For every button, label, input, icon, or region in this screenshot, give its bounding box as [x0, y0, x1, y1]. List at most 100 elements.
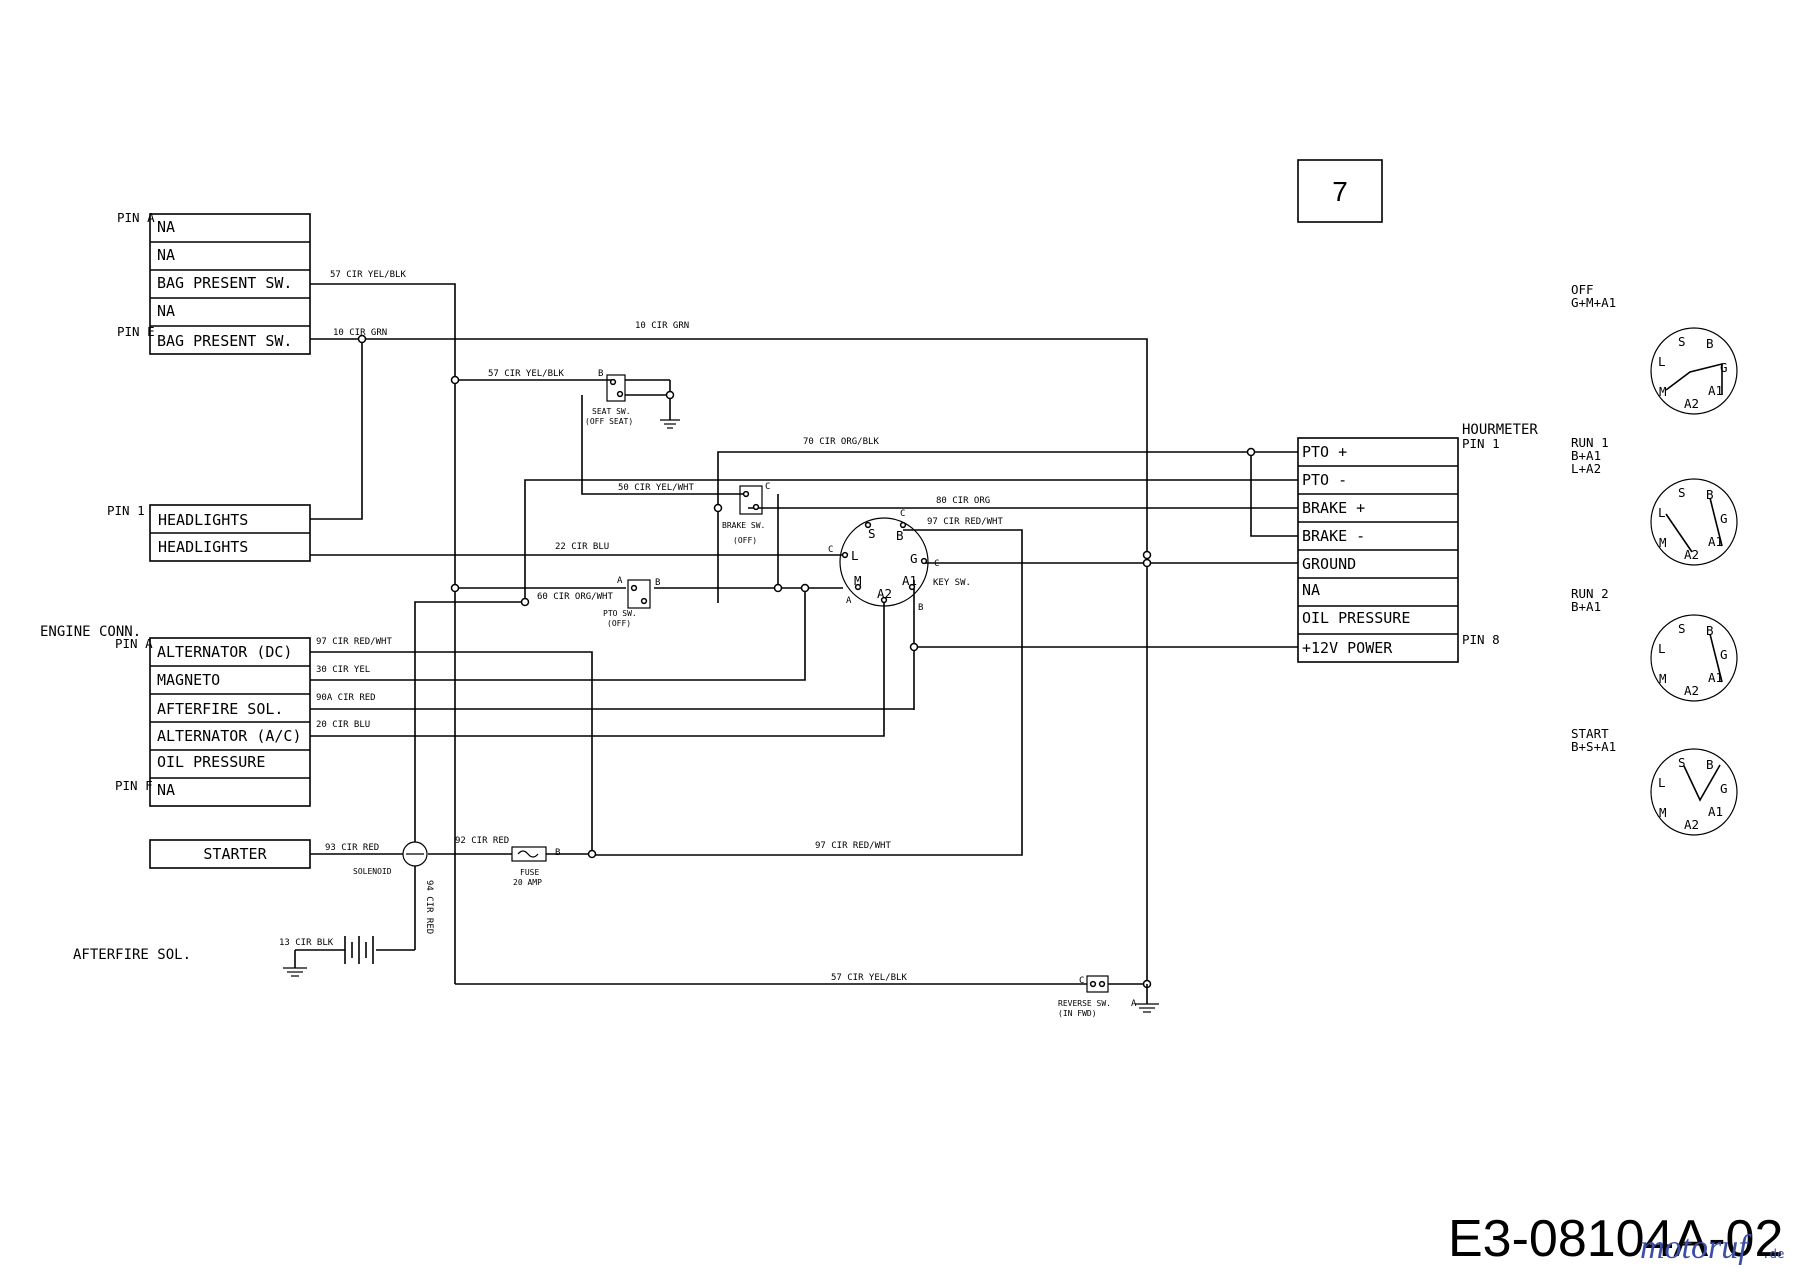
drawing-id: E3-08104A-02	[1448, 1210, 1783, 1268]
seat-sw-state: (OFF SEAT)	[585, 417, 633, 426]
seat-sw-label: SEAT SW.	[592, 407, 631, 416]
kp-s: S	[1678, 755, 1686, 770]
wire-label: 97 CIR RED/WHT	[815, 841, 891, 851]
kp-s: S	[1678, 485, 1686, 500]
wire-label: 92 CIR RED	[455, 836, 509, 846]
kp-b: B	[1706, 487, 1714, 502]
reverse-switch: C A REVERSE SW. (IN FWD)	[1058, 975, 1159, 1018]
kp-s: S	[1678, 621, 1686, 636]
kp-a2: A2	[1684, 547, 1699, 562]
bag-connector-pin-e: PIN E	[117, 324, 155, 339]
kp-g: G	[1720, 511, 1728, 526]
headlights-connector: PIN 1 HEADLIGHTS HEADLIGHTS	[107, 503, 311, 562]
hourmeter-row: PTO +	[1302, 443, 1347, 461]
kp-m: M	[1659, 535, 1667, 550]
solenoid: SOLENOID	[353, 841, 428, 876]
starter-box: STARTER	[149, 839, 311, 869]
hourmeter-row: NA	[1302, 581, 1320, 599]
key-terminal-a2: A2	[877, 586, 892, 601]
kp-m: M	[1659, 671, 1667, 686]
watermark: motoruf .de	[1640, 1229, 1785, 1266]
afterfire-label: AFTERFIRE SOL.	[73, 947, 191, 963]
hourmeter-row: OIL PRESSURE	[1302, 609, 1410, 627]
fuse-rating: 20 AMP	[513, 878, 542, 887]
kp-m: M	[1659, 805, 1667, 820]
bag-connector-row: BAG PRESENT SW.	[157, 274, 292, 292]
fuse: B FUSE 20 AMP	[511, 846, 560, 887]
key-switch: S B L G M A1 A2 C C C A B KEY SW.	[828, 509, 971, 613]
hourmeter-row: BRAKE -	[1302, 527, 1365, 545]
reverse-sw-state: (IN FWD)	[1058, 1009, 1097, 1018]
wire-label: 57 CIR YEL/BLK	[330, 270, 406, 280]
key-position-name: RUN 2	[1571, 586, 1609, 601]
headlights-row: HEADLIGHTS	[158, 511, 248, 529]
wire-label: 97 CIR RED/WHT	[316, 637, 392, 647]
key-sw-label: KEY SW.	[933, 578, 971, 588]
bag-connector-row: NA	[157, 218, 175, 236]
kp-b: B	[1706, 336, 1714, 351]
kp-a2: A2	[1684, 817, 1699, 832]
wire-label: 94 CIR RED	[424, 880, 434, 934]
bag-connector-row: BAG PRESENT SW.	[157, 332, 292, 350]
key-position-combo: B+A1	[1571, 448, 1601, 463]
wire-label: 93 CIR RED	[325, 843, 379, 853]
kp-s: S	[1678, 334, 1686, 349]
key-position-combo: G+M+A1	[1571, 295, 1616, 310]
key-outer-c3: C	[934, 559, 939, 569]
reverse-sw-label: REVERSE SW.	[1058, 999, 1111, 1008]
engine-connector-title: ENGINE CONN.	[40, 624, 141, 640]
fuse-terminal: B	[555, 848, 560, 858]
starter-label: STARTER	[203, 845, 267, 863]
key-position-name: START	[1571, 726, 1609, 741]
key-position-name: OFF	[1571, 282, 1594, 297]
hourmeter-connector: HOURMETER PIN 1 PIN 8 PTO + PTO - BRAKE …	[1297, 422, 1538, 663]
key-outer-b: B	[918, 603, 923, 613]
wire-label: 80 CIR ORG	[936, 496, 990, 506]
wire-label: 30 CIR YEL	[316, 665, 370, 675]
pto-sw-terminal-a: A	[617, 576, 623, 586]
wire-label: 97 CIR RED/WHT	[927, 517, 1003, 527]
kp-l: L	[1658, 641, 1666, 656]
wire-label: 10 CIR GRN	[333, 328, 387, 338]
kp-b: B	[1706, 757, 1714, 772]
key-terminal-m: M	[854, 573, 862, 588]
bag-connector-pin-a: PIN A	[117, 210, 155, 225]
kp-a2: A2	[1684, 396, 1699, 411]
wire-label: 60 CIR ORG/WHT	[537, 592, 613, 602]
wire-label: 13 CIR BLK	[279, 938, 334, 948]
wire-label: 10 CIR GRN	[635, 321, 689, 331]
wire-label: 22 CIR BLU	[555, 542, 609, 552]
wire-label: 20 CIR BLU	[316, 720, 370, 730]
solenoid-label: SOLENOID	[353, 867, 392, 876]
wire-label: 57 CIR YEL/BLK	[831, 973, 907, 983]
brake-sw-terminal: C	[765, 482, 770, 492]
hourmeter-row: BRAKE +	[1302, 499, 1365, 517]
kp-l: L	[1658, 505, 1666, 520]
key-outer-c1: C	[900, 509, 905, 519]
pto-sw-label: PTO SW.	[603, 609, 637, 618]
seat-sw-terminal: B	[598, 369, 603, 379]
wire-label: 70 CIR ORG/BLK	[803, 437, 879, 447]
wire-label: 50 CIR YEL/WHT	[618, 483, 694, 493]
wires	[310, 283, 1298, 985]
hourmeter-row: +12V POWER	[1302, 639, 1393, 657]
battery-icon	[283, 936, 374, 977]
kp-g: G	[1720, 360, 1728, 375]
kp-l: L	[1658, 775, 1666, 790]
bag-connector-row: NA	[157, 302, 175, 320]
key-position-name: RUN 1	[1571, 435, 1609, 450]
kp-l: L	[1658, 354, 1666, 369]
key-positions: OFF G+M+A1 S B L G M A1 A2 RUN 1 B+A1 L+…	[1571, 282, 1738, 836]
brake-sw-label: BRAKE SW.	[722, 521, 765, 530]
watermark-suffix: .de	[1762, 1246, 1785, 1261]
reverse-sw-terminal-a: A	[1131, 999, 1137, 1009]
hourmeter-row: PTO -	[1302, 471, 1347, 489]
key-terminal-b: B	[896, 528, 904, 543]
engine-pin-a: PIN A	[115, 636, 153, 651]
kp-g: G	[1720, 647, 1728, 662]
watermark-text: motoruf	[1640, 1229, 1752, 1266]
seat-switch: B SEAT SW. (OFF SEAT)	[585, 369, 680, 429]
brake-sw-state: (OFF)	[733, 536, 757, 545]
junction-dots	[357, 334, 1256, 989]
brake-switch: C BRAKE SW. (OFF)	[722, 482, 770, 545]
